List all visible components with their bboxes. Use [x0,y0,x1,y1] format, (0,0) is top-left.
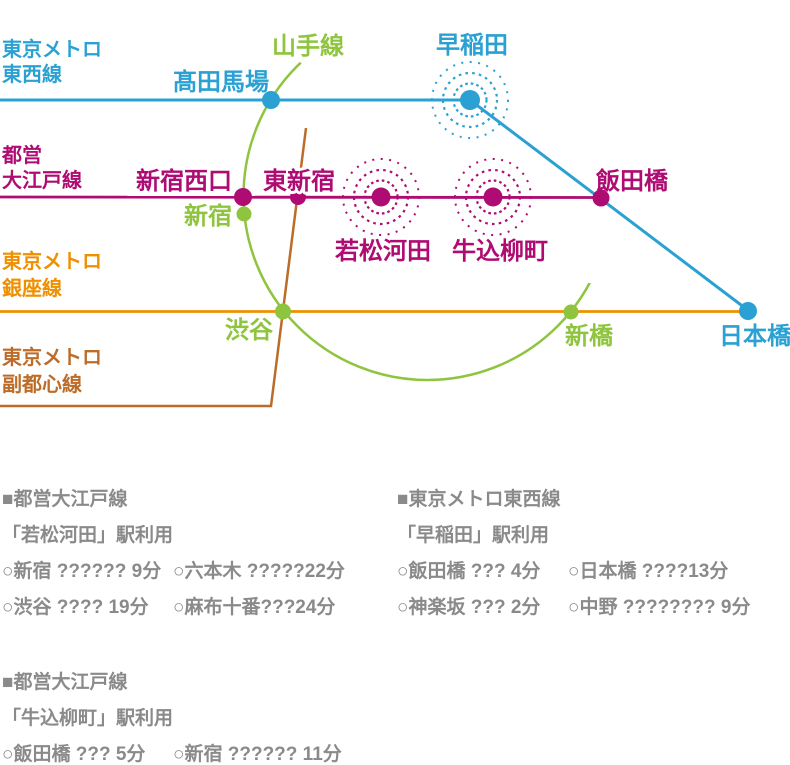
info-row: ○渋谷 ???? 19分 ○麻布十番???24分 [2,597,345,633]
info-station-title: 「若松河田」駅利用 [2,525,174,546]
station-label-shinjuku: 新宿 [184,202,232,230]
ripple-rings-waseda [431,61,509,139]
access-time-entry: ○日本橋 ????13分 [568,561,729,582]
station-dot-shinjuku [236,206,252,222]
info-row: ○新宿 ?????? 9分 ○六本木 ?????22分 [2,561,345,597]
info-block-ushigome-yanagicho: ■都営大江戸線 「牛込柳町」駅利用 ○飯田橋 ??? 5分 ○新宿 ?????? … [2,672,342,765]
station-label-nihombashi: 日本橋 [719,323,790,350]
station-dot-iidabashi [592,189,610,207]
svg-text:東京メトロ: 東京メトロ [2,249,102,273]
info-line-title: ■都営大江戸線 [2,672,128,693]
station-label-takadanobaba: 髙田馬場 [173,68,269,96]
fukutoshin-line [0,127,308,408]
station-label-shimbashi: 新橋 [565,322,614,350]
station-dot-takadanobaba [262,91,280,109]
access-time-entry: ○神楽坂 ??? 2分 [397,597,541,618]
ripple-rings-wakamatsu-kawada [342,158,420,236]
yamanote-line-label: 山手線 [272,32,344,60]
ripple-rings-ushigome-yanagicho [454,158,532,236]
svg-text:東京メトロ: 東京メトロ [2,37,102,61]
station-dot-wakamatsu-kawada [371,187,391,207]
info-block-waseda: ■東京メトロ東西線 「早稲田」駅利用 ○飯田橋 ??? 4分 ○日本橋 ????1… [397,489,750,633]
info-line-title: ■東京メトロ東西線 [397,489,561,510]
station-label-shibuya: 渋谷 [225,317,274,344]
station-label-ushigome-yanagicho: 牛込柳町 [452,238,548,265]
route-map: 東京メトロ 東西線 都営 大江戸線 東京メトロ 銀座線 東京メトロ 副都心線 山… [0,0,790,408]
svg-text:大江戸線: 大江戸線 [2,168,82,192]
svg-text:都営: 都営 [1,143,42,167]
line-label-fukutoshin: 東京メトロ 副都心線 [2,345,102,396]
info-station-title: 「牛込柳町」駅利用 [2,708,174,729]
line-label-oedo: 都営 大江戸線 [1,143,82,192]
station-dot-shibuya [275,303,291,320]
station-label-iidabashi: 飯田橋 [595,167,669,195]
station-label-waseda: 早稲田 [436,32,508,59]
access-time-entry: ○飯田橋 ??? 4分 [397,561,541,582]
svg-text:銀座線: 銀座線 [2,276,62,300]
station-dot-higashi-shinjuku [290,189,306,205]
info-row: ○飯田橋 ??? 4分 ○日本橋 ????13分 [397,561,750,597]
access-time-entry: ○麻布十番???24分 [173,597,336,618]
info-line-title: ■都営大江戸線 [2,489,128,510]
svg-text:東西線: 東西線 [2,62,62,86]
info-block-wakamatsu-kawada: ■都営大江戸線 「若松河田」駅利用 ○新宿 ?????? 9分 ○六本木 ????… [2,489,345,633]
access-time-entry: ○中野 ???????? 9分 [568,597,751,618]
line-label-tozai: 東京メトロ 東西線 [2,37,102,86]
line-label-ginza: 東京メトロ 銀座線 [2,249,102,300]
station-dot-shinjuku-nishiguchi [234,188,252,206]
station-dot-shimbashi [563,304,579,320]
station-dot-ushigome-yanagicho [483,187,503,207]
station-label-wakamatsu-kawada: 若松河田 [334,238,431,265]
info-row: ○飯田橋 ??? 5分 ○新宿 ?????? 11分 [2,744,342,765]
access-time-entry: ○新宿 ?????? 9分 [2,561,162,582]
station-label-higashi-shinjuku: 東新宿 [263,167,335,195]
station-dot-waseda [460,90,480,110]
svg-text:東京メトロ: 東京メトロ [2,345,102,369]
access-time-entry: ○渋谷 ???? 19分 [2,597,149,618]
station-dot-nihombashi [739,302,757,320]
highlight-band [292,0,640,283]
info-station-title: 「早稲田」駅利用 [397,525,550,546]
access-time-entry: ○新宿 ?????? 11分 [173,744,342,765]
info-row: ○神楽坂 ??? 2分 ○中野 ???????? 9分 [397,597,750,633]
access-time-entry: ○六本木 ?????22分 [173,561,345,582]
access-time-entry: ○飯田橋 ??? 5分 [2,744,146,765]
svg-text:副都心線: 副都心線 [2,372,82,396]
station-label-shinjuku-nishiguchi: 新宿西口 [136,167,232,195]
